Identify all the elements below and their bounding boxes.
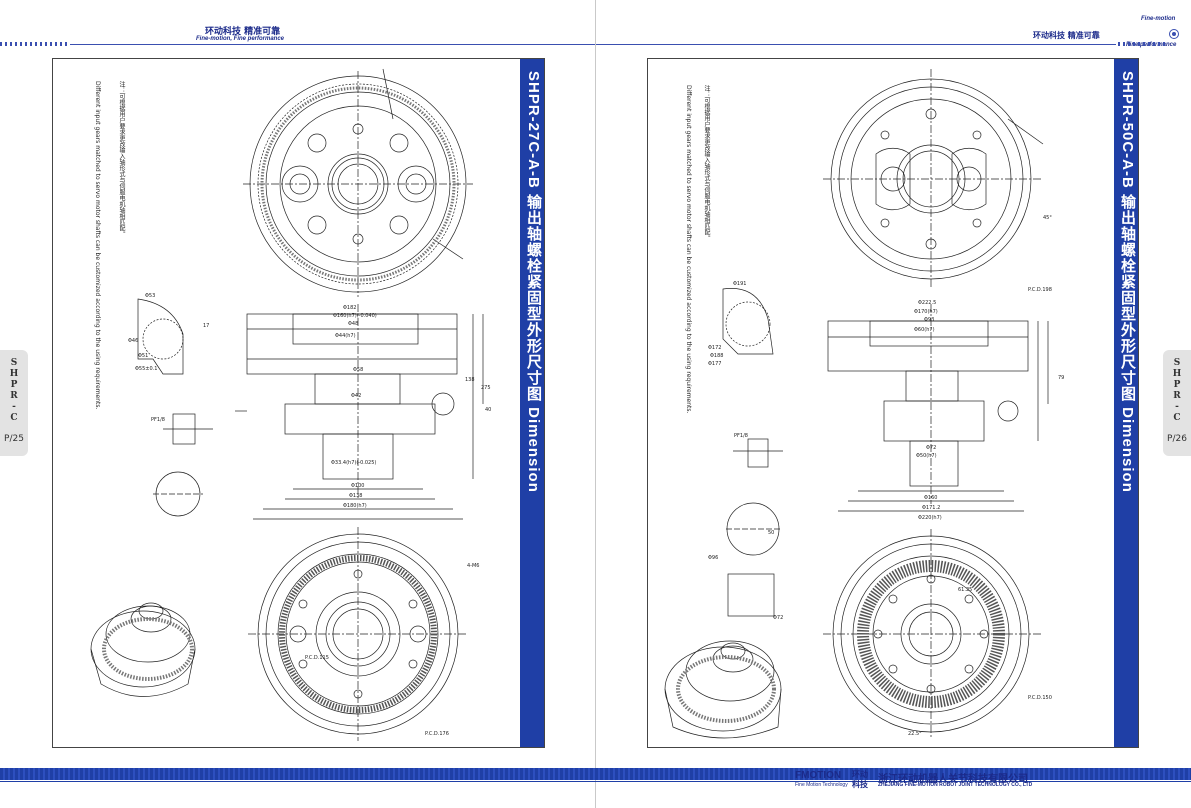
note-cn: 注：可根据用户要求更改输入轴形式与伺服电机轴相匹配。 [118,81,125,237]
drawing-left: Φ182 Φ160(h7)(-0.040) Φ48 Φ44(h7) Φ58 Φ4… [90,68,491,741]
dim-label: PF1/8 [151,417,165,423]
brand-name-cn: 环动科技 [852,770,868,789]
header-badge-top: Fine-motion [1141,16,1176,22]
dim-label: Φ160(h7)(-0.040) [333,313,377,319]
header-slogan-cn: 环动科技 精准可靠 [1033,31,1100,40]
page-fold [595,0,596,808]
dim-label: Φ44(h7) [335,333,356,339]
dim-label: Φ188 [710,353,723,359]
dim-label: Φ42 [351,393,361,399]
dim-label: Φ160 [924,495,937,501]
page-number: P/25 [4,434,24,444]
side-tab-right: SHPR-C P/26 [1163,350,1191,456]
dim-label: 79 [1058,375,1064,381]
brand-tagline: Fine Motion Technology [795,782,848,788]
tab-code: SHPR-C [9,358,19,424]
note-en: Different input gears matched to servo m… [94,81,101,410]
dim-label: 45° [1043,215,1052,221]
drawing-frame-right: SHPR-50C-A-B 输出轴螺栓紧固型外形尺寸图 Dimension 注：可… [647,58,1139,748]
drawing-frame-left: SHPR-27C-A-B 输出轴螺栓紧固型外形尺寸图 Dimension 注：可… [52,58,545,748]
dim-label: PF1/8 [734,433,748,439]
footer-rule [0,781,1191,782]
header-slogan-cn: 环动科技 精准可靠 [205,27,281,37]
dim-label: 22.5° [908,731,922,737]
header-dots [1118,42,1166,46]
dim-label: Φ72 [773,615,783,621]
dim-label: Φ60(h7) [914,327,935,333]
dim-label: Φ51 [138,353,148,359]
target-icon [1169,29,1179,39]
dim-label: 61.25 [958,587,972,593]
dim-label: 275 [481,385,491,391]
drawing-right: Φ191 Φ172 Φ188 Φ177 Φ222.5 Φ170(h7) Φ93 … [664,69,1064,739]
title-band: SHPR-27C-A-B 输出轴螺栓紧固型外形尺寸图 Dimension [520,59,544,747]
company-name-en: ZHEJIANG FINE-MOTION ROBOT JOINT TECHNOL… [878,782,1033,788]
dim-label: Φ93 [924,317,934,323]
dim-label: Φ171.2 [922,505,940,511]
dim-label: 4-M6 [467,563,479,569]
dim-label: Φ100 [351,483,364,489]
footer-band [0,768,1191,780]
dim-label: Φ33.4(h7)(-0.025) [331,460,376,466]
dim-label: Φ55±0.1 [135,366,157,372]
dim-label: Φ180(h7) [343,503,367,509]
company-name-cn: 浙江环动机器人关节科技有限公司 [878,774,1028,785]
dim-label: P.C.D.115 [305,655,329,661]
dim-label: Φ182 [343,305,356,311]
dim-label: Φ191 [733,281,746,287]
dim-label: Φ53 [145,293,155,299]
dim-label: Φ220(h7) [918,515,942,521]
dim-label: 50 [768,530,774,536]
left-page: 环动科技 精准可靠 Fine-motion, Fine performance … [0,0,595,808]
dim-label: Φ46 [128,338,138,344]
dim-label: Φ177 [708,361,721,367]
dim-label: Φ50(h7) [916,453,937,459]
header-rule [70,44,595,45]
dim-label: Φ96 [708,555,718,561]
note-cn: 注：可根据用户要求更改输入轴形式与伺服电机轴相匹配。 [703,85,710,241]
dim-label: P.C.D.150 [1028,695,1052,701]
title-band: SHPR-50C-A-B 输出轴螺栓紧固型外形尺寸图 Dimension [1114,59,1138,747]
dim-label: 138 [465,377,475,383]
header-rule [596,44,1116,45]
dim-label: Φ222.5 [918,300,936,306]
page-number: P/26 [1167,434,1187,444]
drawing-title: SHPR-27C-A-B 输出轴螺栓紧固型外形尺寸图 Dimension [525,71,542,493]
dim-label: Φ172 [708,345,721,351]
dim-label: Φ58 [353,367,363,373]
side-tab-left: SHPR-C P/25 [0,350,28,456]
dim-label: Φ48 [348,321,358,327]
dim-label: P.C.D.176 [425,731,449,737]
dim-label: Φ72 [926,445,936,451]
dim-label: P.C.D.198 [1028,287,1052,293]
dim-label: 17 [203,323,209,329]
header-slogan-en: Fine-motion, Fine performance [196,36,285,42]
drawing-title: SHPR-50C-A-B 输出轴螺栓紧固型外形尺寸图 Dimension [1119,71,1136,493]
dim-label: 40 [485,407,491,413]
note-en: Different input gears matched to servo m… [685,85,692,414]
brand-logo: FMOTION [795,770,842,781]
header-dots [0,42,70,46]
dim-label: Φ170(h7) [914,309,938,315]
tab-code: SHPR-C [1172,358,1182,424]
dim-label: Φ138 [349,493,362,499]
